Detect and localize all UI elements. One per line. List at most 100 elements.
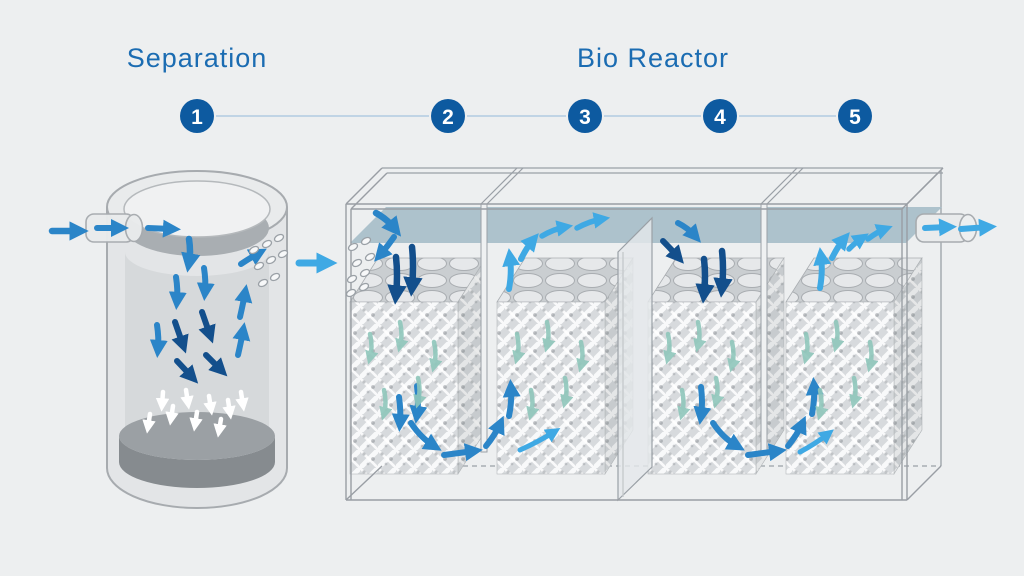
biofilm-arrow — [365, 331, 379, 365]
step-badge-5: 5 — [838, 99, 872, 133]
down-flow-arrow — [168, 274, 187, 310]
biofilm-arrows — [365, 319, 879, 421]
down-flow-arrow — [710, 420, 745, 451]
step-circle — [568, 99, 602, 133]
sludge-layer — [119, 412, 275, 460]
rise-flow-arrow — [483, 415, 505, 449]
step-circle — [838, 99, 872, 133]
biofilm-arrow — [801, 331, 815, 365]
step-circle — [431, 99, 465, 133]
settle-flow-arrow — [203, 352, 228, 377]
settling-arrow — [213, 416, 227, 438]
outflow-arrow — [958, 218, 997, 237]
rise-flow-arrow — [785, 415, 807, 449]
rise-flow-arrow — [805, 377, 824, 417]
down-flow-arrow — [660, 238, 684, 264]
settling-solids-arrows — [142, 387, 249, 438]
bio-reactor — [345, 167, 997, 502]
step-circle — [703, 99, 737, 133]
biofilm-arrow — [711, 375, 725, 409]
biofilm-arrow — [831, 319, 845, 353]
inlet-flow-arrow — [145, 219, 181, 238]
outflow-arrow — [846, 233, 869, 252]
rise-flow-arrow — [502, 248, 521, 292]
step-badge-1: 1 — [180, 99, 214, 133]
biofilm-arrow — [413, 375, 427, 409]
underflow-arrow — [745, 443, 787, 462]
step-badge-4: 4 — [703, 99, 737, 133]
chamber3-flow-arrows — [660, 220, 787, 462]
down-flow-arrow — [713, 247, 733, 298]
step-number: 5 — [849, 106, 861, 129]
biofilm-arrow — [865, 339, 879, 373]
down-flow-arrow — [695, 255, 715, 304]
overflow-arrow — [574, 212, 611, 231]
settling-arrow — [203, 393, 217, 416]
down-flow-arrow — [675, 220, 701, 243]
rise-flow-arrow — [813, 247, 832, 291]
settling-arrow — [189, 409, 203, 432]
sludge-side — [119, 436, 275, 488]
rise-flow-arrow — [797, 429, 834, 455]
tank-flow-arrows — [48, 219, 338, 384]
chamber4-flow-arrows — [785, 218, 997, 455]
biofilm-arrow — [727, 339, 741, 373]
step-badge-3: 3 — [568, 99, 602, 133]
down-flow-arrow — [196, 265, 215, 301]
header: Separation Bio Reactor 1 2 3 4 5 — [127, 43, 872, 133]
rise-flow-arrow — [517, 428, 561, 453]
biofilm-arrow — [542, 319, 556, 353]
rise-flow-arrow — [518, 233, 539, 262]
biofilm-arrow — [693, 319, 707, 353]
settling-arrow — [180, 387, 194, 410]
step-number: 3 — [579, 106, 591, 129]
down-flow-arrow — [693, 384, 712, 425]
down-flow-arrow — [408, 420, 442, 451]
step-badge-2: 2 — [431, 99, 465, 133]
biofilm-arrow — [677, 387, 691, 421]
baffle-2 — [617, 216, 653, 502]
down-flow-arrow — [181, 235, 201, 273]
chamber2-flow-arrows — [483, 212, 611, 453]
settling-arrow — [155, 389, 170, 412]
biofilm-arrow — [429, 339, 443, 373]
down-flow-arrow — [403, 243, 423, 297]
media-block-4 — [785, 256, 923, 476]
settle-flow-arrow — [174, 358, 199, 384]
rise-flow-arrow — [829, 232, 850, 261]
rise-flow-arrow — [238, 248, 267, 267]
biofilm-arrow — [849, 375, 863, 409]
rise-flow-arrow — [232, 322, 251, 358]
separation-title: Separation — [127, 43, 268, 73]
step-number: 4 — [714, 106, 726, 129]
down-flow-arrow — [374, 234, 397, 262]
biofilm-arrow — [576, 339, 590, 373]
biofilm-arrow — [560, 375, 574, 409]
biofilm-arrow — [379, 387, 393, 421]
tank-bubbles — [248, 233, 289, 288]
biofilm-arrow — [512, 331, 526, 365]
down-flow-arrow — [149, 322, 168, 358]
media-block-1 — [349, 256, 487, 476]
outflow-arrow — [865, 224, 893, 242]
biofilm-arrow — [663, 331, 677, 365]
biofilm-arrow — [526, 387, 540, 421]
overflow-arrow — [539, 220, 574, 239]
settling-arrow — [222, 397, 236, 420]
tank-opening — [123, 180, 271, 238]
rise-flow-arrow — [234, 284, 253, 320]
settle-flow-arrow — [171, 319, 189, 354]
separation-tank — [48, 170, 338, 509]
down-flow-arrow — [387, 253, 407, 305]
settling-arrow — [235, 389, 249, 412]
biofilm-arrow — [815, 387, 829, 421]
biofilm-arrow — [395, 319, 409, 353]
media-block-2 — [496, 256, 634, 476]
reactor-front-frame — [345, 167, 944, 501]
outflow-arrow — [922, 218, 957, 237]
reactor-bubbles — [345, 236, 376, 298]
rise-flow-arrow — [502, 379, 521, 419]
step-number: 1 — [191, 106, 203, 129]
underflow-arrow — [441, 443, 483, 462]
